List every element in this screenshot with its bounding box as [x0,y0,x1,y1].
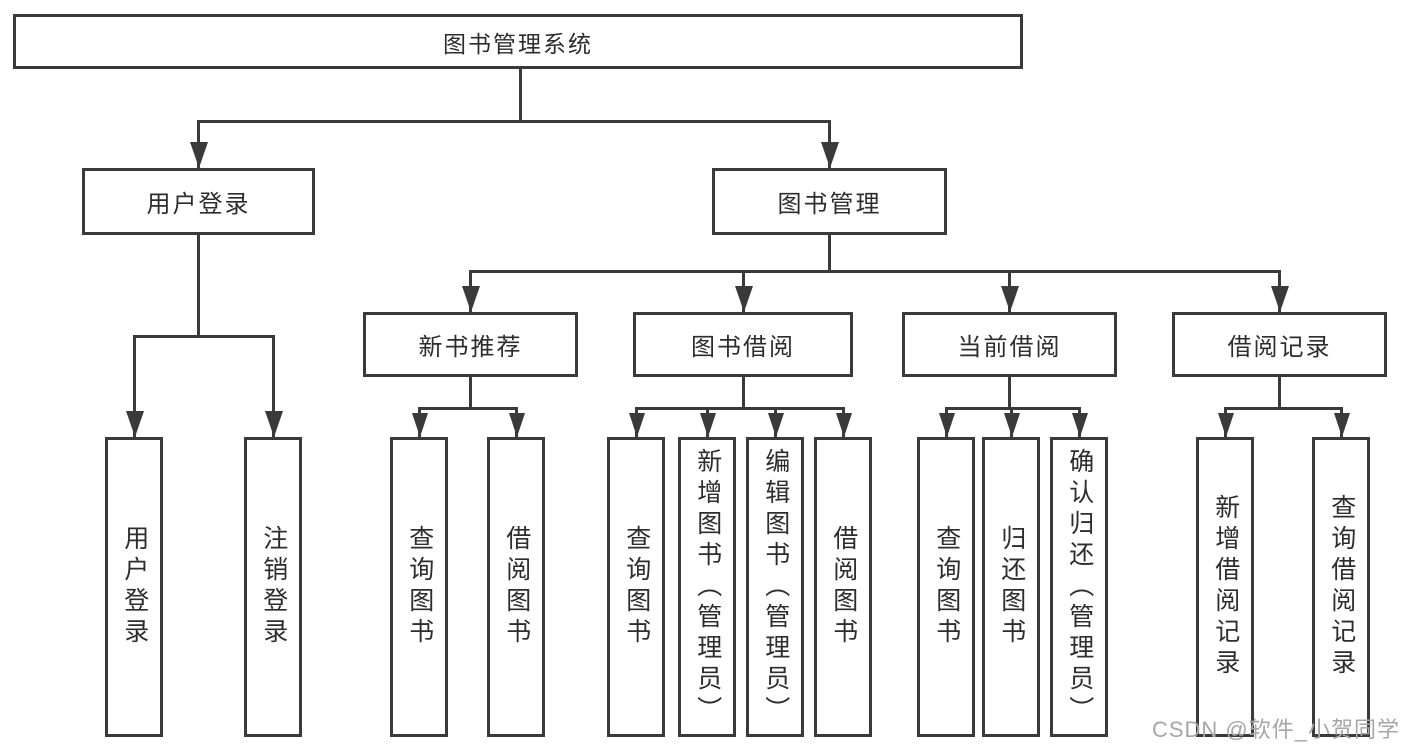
connector-borrow-records-bus [1224,407,1342,410]
arrow-down [828,120,831,168]
leaf-label: 用户登录 [120,525,149,649]
node-confirm-return-admin: 确认归还（管理员） [1050,437,1108,737]
arrow-down [1340,407,1343,437]
node-query-books-borrow: 查询图书 [607,437,665,737]
node-book-management: 图书管理 [712,168,947,235]
connector-borrow-records-stem [1278,377,1281,409]
arrow-down [1224,407,1227,437]
arrow-down [469,270,472,312]
arrow-down [1008,270,1011,312]
arrow-down [945,407,948,437]
connector-root-bus [197,120,831,123]
node-query-borrow-record: 查询借阅记录 [1312,437,1370,737]
node-borrow-books-recommend: 借阅图书 [487,437,545,737]
arrow-down [635,407,638,437]
leaf-label: 新增图书（管理员） [693,447,722,727]
connector-user-login-bus [133,335,275,338]
arrow-down [197,120,200,168]
node-borrow-records: 借阅记录 [1172,312,1387,377]
connector-new-book-bus [418,407,518,410]
node-add-borrow-record: 新增借阅记录 [1196,437,1254,737]
connector-current-borrow-bus [945,407,1081,410]
leaf-label: 确认归还（管理员） [1065,447,1094,727]
connector-root-stem [519,69,522,122]
node-user-login-label: 用户登录 [146,191,251,218]
connector-book-borrow-stem [742,377,745,409]
node-user-login: 用户登录 [82,168,315,235]
connector-book-management-stem [828,235,831,273]
leaf-label: 查询借阅记录 [1327,494,1356,680]
leaf-label: 借阅图书 [502,525,531,649]
connector-current-borrow-stem [1008,377,1011,409]
arrow-down [706,407,709,437]
node-add-books-admin: 新增图书（管理员） [678,437,736,737]
arrow-down [742,270,745,312]
arrow-down [272,335,275,437]
node-query-books-current: 查询图书 [917,437,975,737]
leaf-label: 借阅图书 [829,525,858,649]
leaf-label: 注销登录 [259,525,288,649]
node-root: 图书管理系统 [13,14,1023,69]
watermark: CSDN @软件_小贺同学 [1151,717,1400,742]
node-borrow-books-action: 借阅图书 [814,437,872,737]
arrow-down [515,407,518,437]
leaf-label: 归还图书 [997,525,1026,649]
arrow-down [418,407,421,437]
node-current-borrow-label: 当前借阅 [957,334,1062,361]
leaf-label: 查询图书 [932,525,961,649]
connector-book-borrow-bus [635,407,845,410]
node-book-management-label: 图书管理 [777,191,882,218]
leaf-label: 编辑图书（管理员） [761,447,790,727]
arrow-down [133,335,136,437]
arrow-down [774,407,777,437]
node-current-borrow: 当前借阅 [902,312,1117,377]
arrow-down [1278,270,1281,312]
connector-user-login-stem [197,235,200,338]
arrow-down [842,407,845,437]
node-book-borrow: 图书借阅 [633,312,853,377]
node-return-books: 归还图书 [982,437,1040,737]
node-book-borrow-label: 图书借阅 [691,334,795,361]
node-logout-action: 注销登录 [244,437,302,737]
node-new-book-recommend-label: 新书推荐 [418,334,523,361]
node-edit-books-admin: 编辑图书（管理员） [746,437,804,737]
leaf-label: 查询图书 [622,525,651,649]
arrow-down [1010,407,1013,437]
node-root-label: 图书管理系统 [443,30,593,57]
leaf-label: 新增借阅记录 [1211,494,1240,680]
node-borrow-records-label: 借阅记录 [1227,334,1332,361]
node-user-login-action: 用户登录 [105,437,163,737]
leaf-label: 查询图书 [405,525,434,649]
node-query-books-recommend: 查询图书 [390,437,448,737]
connector-book-management-bus [469,270,1281,273]
arrow-down [1078,407,1081,437]
node-new-book-recommend: 新书推荐 [363,312,578,377]
connector-new-book-stem [469,377,472,409]
